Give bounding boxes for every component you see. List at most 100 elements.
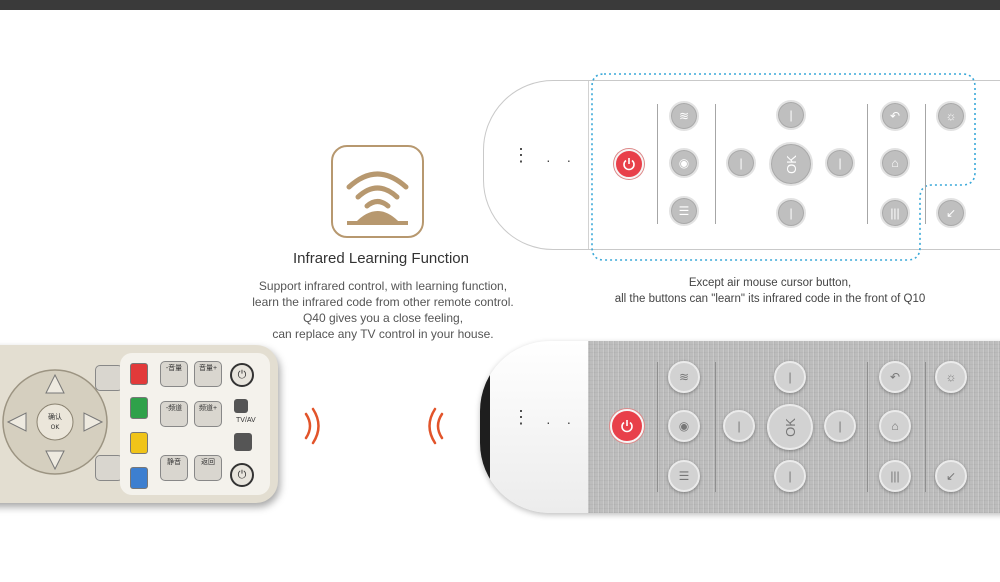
mic-button[interactable]: ◉ [668,410,700,442]
infrared-signal-icon [331,145,424,238]
left-button[interactable]: | [726,148,756,178]
left-button[interactable]: | [723,410,755,442]
menu-icon: ||| [890,206,900,220]
back-icon: ↶ [889,109,901,123]
back-button[interactable]: ↶ [880,101,910,131]
cursor-icon: ↙ [945,469,957,483]
brightness-icon: ☼ [945,370,957,384]
feature-title: Infrared Learning Function [293,250,469,267]
mic-button[interactable]: ◉ [669,148,699,178]
caption-line: all the buttons can "learn" its infrared… [614,293,926,305]
remote-cap [480,341,588,513]
power-icon [621,420,633,433]
red-key[interactable] [130,363,148,385]
power-button[interactable] [614,149,644,179]
home-button[interactable]: ⌂ [880,148,910,178]
brightness-button[interactable]: ☼ [936,101,966,131]
home-icon: ⌂ [891,419,899,433]
button-separator [867,362,868,492]
remote-key[interactable] [95,455,123,481]
minus-icon: | [788,370,792,384]
button-separator [715,104,716,224]
minus-icon: | [838,156,842,170]
voice-button[interactable]: ≋ [668,361,700,393]
minus-icon: | [739,156,743,170]
menu-button[interactable]: ||| [880,198,910,228]
minus-icon: | [788,469,792,483]
ok-button[interactable]: OK [769,142,813,186]
ir-wave-icon [304,407,320,445]
ok-button[interactable]: OK [767,404,813,450]
button-separator [657,362,658,492]
up-button[interactable]: | [774,361,806,393]
home-icon: ⌂ [891,156,899,170]
settings-button[interactable]: ☰ [669,196,699,226]
yellow-key[interactable] [130,432,148,454]
back-button[interactable]: ↶ [879,361,911,393]
remote-key-panel: -音量 音量+ -频道 频道+ 静音 返回 ⏻ ⏻ TV/AV [120,353,270,495]
cursor-button[interactable]: ↙ [935,460,967,492]
mute-key[interactable]: 静音 [160,455,188,481]
brightness-button[interactable]: ☼ [935,361,967,393]
indicator-dots: ⋮ [512,407,536,427]
button-separator [657,104,658,224]
blue-key[interactable] [130,467,148,489]
volume-up-key[interactable]: 音量+ [194,361,222,387]
up-button[interactable]: | [776,100,806,130]
down-button[interactable]: | [774,460,806,492]
indicator-dots: ⋮ [512,145,536,165]
down-button[interactable]: | [776,198,806,228]
feature-description-line: Support infrared control, with learning … [258,279,508,293]
feature-description: Support infrared control, with learning … [208,278,558,342]
right-button[interactable]: | [824,410,856,442]
feature-description-line: Q40 gives you a close feeling, [302,311,464,325]
key-label: 频道+ [198,405,218,412]
key-label: 音量+ [198,365,218,372]
voice-icon: ≋ [678,109,690,123]
back-icon: ↶ [889,370,901,384]
channel-down-key[interactable]: -频道 [160,401,188,427]
voice-button[interactable]: ≋ [669,101,699,131]
remote-key[interactable] [234,399,248,413]
ok-label: OK [782,417,798,437]
power-icon [623,158,635,171]
indicator-dots: · · [546,152,578,168]
remote-ir-tip [480,369,490,479]
voice-icon: ≋ [678,370,690,384]
tv-power-button[interactable]: ⏻ [230,363,254,387]
brightness-icon: ☼ [945,109,957,123]
green-key[interactable] [130,397,148,419]
feature-description-line: can replace any TV control in your house… [272,327,494,341]
dpad[interactable]: 确认 OK [0,367,110,477]
cursor-button[interactable]: ↙ [936,198,966,228]
right-button[interactable]: | [825,148,855,178]
caption-line: Except air mouse cursor button, [688,277,852,289]
return-key[interactable]: 返回 [194,455,222,481]
tv-av-key[interactable] [234,433,252,451]
power-icon: ⏻ [237,468,247,481]
learnable-buttons-outline [591,73,976,261]
key-label: -频道 [165,405,183,412]
home-button[interactable]: ⌂ [879,410,911,442]
volume-down-key[interactable]: -音量 [160,361,188,387]
tv-av-label: TV/AV [236,417,256,424]
remote-key[interactable] [95,365,123,391]
cursor-icon: ↙ [945,206,957,220]
button-separator [925,104,926,224]
indicator-dots: · · [546,414,578,430]
button-separator [925,362,926,492]
settings-icon: ☰ [678,204,690,218]
svg-text:确认: 确认 [48,412,62,421]
top-border [0,0,1000,10]
settings-button[interactable]: ☰ [668,460,700,492]
menu-button[interactable]: ||| [879,460,911,492]
svg-text:OK: OK [51,424,61,431]
channel-up-key[interactable]: 频道+ [194,401,222,427]
mic-icon: ◉ [678,419,690,433]
settings-icon: ☰ [678,469,690,483]
minus-icon: | [789,206,793,220]
tv-standby-button[interactable]: ⏻ [230,463,254,487]
power-button[interactable] [610,409,644,443]
tv-remote-photo: 确认 OK -音量 音量+ -频道 频道+ 静音 返回 ⏻ ⏻ TV/AV [0,345,278,503]
key-label: 返回 [201,459,215,466]
